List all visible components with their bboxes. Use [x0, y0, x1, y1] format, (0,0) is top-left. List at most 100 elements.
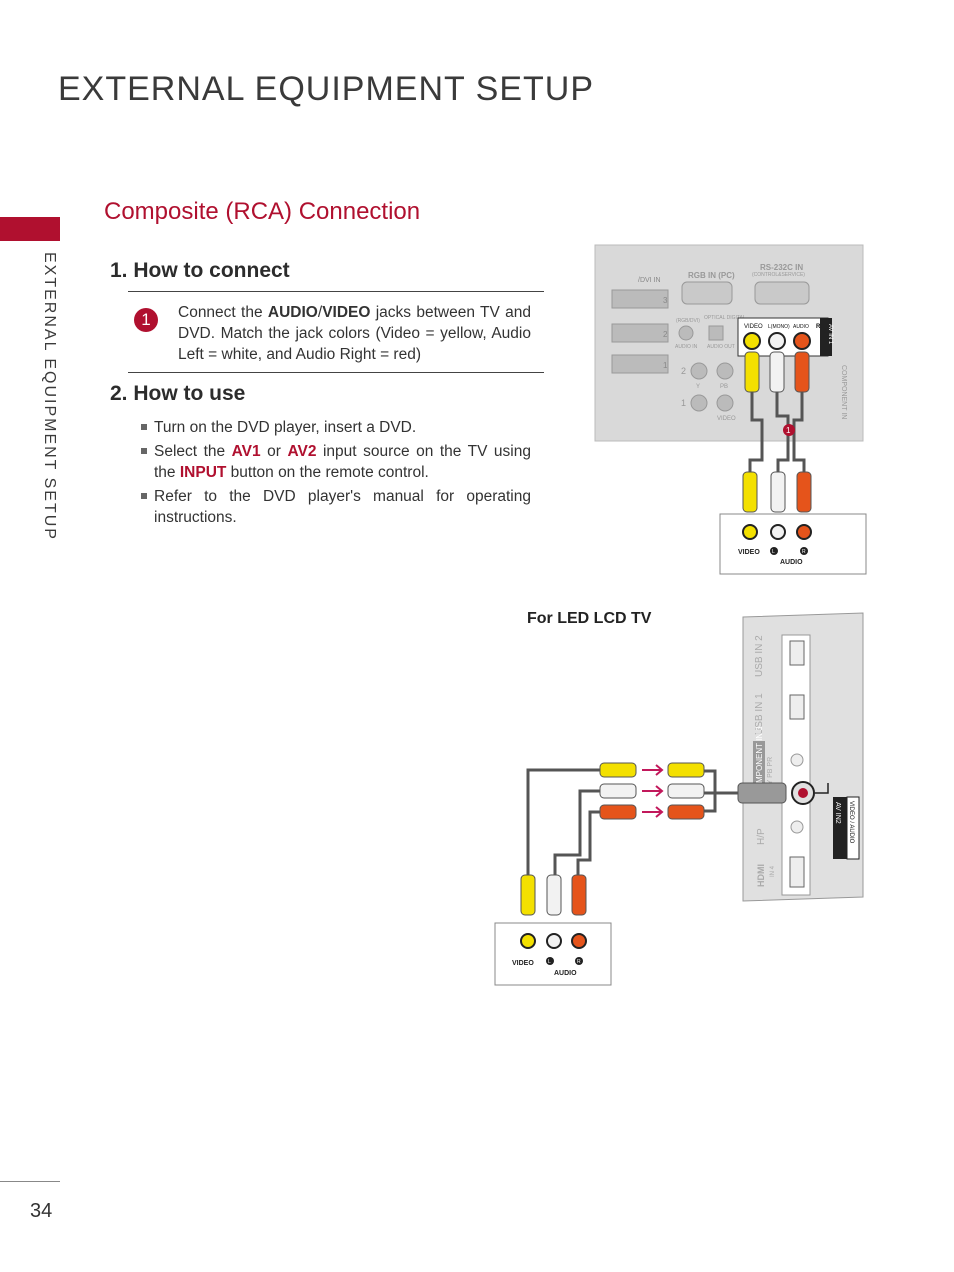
footer-divider	[0, 1181, 60, 1182]
connect-text-post: jacks between TV and DVD. Match the jack…	[178, 304, 531, 363]
bullet-item: Refer to the DVD player's manual for ope…	[141, 486, 531, 528]
bullet-item: Select the AV1 or AV2 input source on th…	[141, 441, 531, 483]
video-keyword: VIDEO	[322, 304, 371, 321]
r-badge	[575, 957, 583, 965]
connect-text-pre: Connect the	[178, 304, 268, 321]
r-label: R	[816, 324, 821, 330]
callout-number: 1	[786, 426, 791, 435]
dvd-audio-l-jack	[770, 524, 786, 540]
dvd-audio-label: AUDIO	[780, 559, 803, 566]
bullet-text: or	[260, 443, 288, 460]
usb-in-2-label: USB IN 2	[754, 635, 765, 677]
av2-keyword: AV2	[287, 443, 317, 460]
l-badge	[770, 547, 778, 555]
dvd-audio-r-jack	[571, 933, 587, 949]
audio-in-port	[678, 325, 694, 341]
l-badge	[546, 957, 554, 965]
usb-port	[789, 694, 805, 720]
video-cable	[526, 768, 600, 875]
audio-r-cable	[576, 810, 600, 875]
hdmi-ports: 3 2 1 /DVI IN	[611, 277, 669, 374]
bullet-text: button on the remote control.	[226, 464, 429, 481]
rgb-dvi-label: (RGB/DVI)	[676, 318, 700, 324]
r-badge	[800, 547, 808, 555]
hdmi-label: HDMI	[756, 864, 766, 887]
led-lcd-caption: For LED LCD TV	[527, 610, 652, 627]
bottom-connection-diagram: USB IN 2 USB IN 1 COMPONENT IN 3 AV Y PB…	[494, 612, 864, 986]
dvd-audio-l-jack	[546, 933, 562, 949]
av-adapter-plug	[737, 782, 787, 804]
yellow-plug	[520, 874, 536, 916]
audio-r-cable	[792, 392, 806, 472]
slash: /	[317, 304, 323, 321]
bullet-text: Refer to the DVD player's manual for ope…	[154, 488, 531, 526]
white-plug	[546, 874, 562, 916]
audio-l-jack	[768, 332, 786, 350]
white-plug	[599, 783, 637, 799]
video-small-label: VIDEO	[717, 416, 736, 422]
audio-l-cable	[553, 789, 600, 875]
how-to-use-heading: 2. How to use	[110, 382, 246, 405]
video-jack	[743, 332, 761, 350]
rs232c-label: RS-232C IN	[760, 263, 803, 272]
dvd-video-label: VIDEO	[512, 960, 534, 967]
video-audio-label: VIDEO / AUDIO	[848, 801, 854, 844]
l-label: L	[548, 959, 551, 965]
bullet-text: Select the	[154, 443, 232, 460]
av-in2-jack-center	[798, 788, 808, 798]
hdmi-dvi-label: /DVI IN	[638, 277, 661, 284]
usb-in-1-label: USB IN 1	[754, 693, 765, 735]
bullet-icon	[141, 493, 147, 499]
red-plug	[794, 351, 810, 393]
component-port	[716, 362, 734, 380]
optical-label: OPTICAL DIGITAL	[704, 315, 746, 321]
rs232c-sublabel: (CONTROL&SERVICE)	[752, 272, 805, 278]
page-number: 34	[30, 1200, 53, 1222]
dvd-audio-label: AUDIO	[554, 970, 577, 977]
dvd-video-jack	[520, 933, 536, 949]
audio-in-label: AUDIO IN	[675, 344, 698, 350]
callout-badge	[783, 424, 795, 436]
component-in-label: COMPONENT IN 3	[755, 726, 764, 795]
component-port	[690, 394, 708, 412]
section-heading: Composite (RCA) Connection	[104, 198, 421, 225]
hdmi-port-number: 3	[663, 296, 668, 305]
red-plug	[796, 471, 812, 513]
connect-arrow-icon	[642, 764, 664, 776]
rgb-in-label: RGB IN (PC)	[688, 271, 735, 280]
rca-plugs-top-tv	[744, 351, 810, 393]
white-plug	[769, 351, 785, 393]
side-tab-marker	[0, 217, 60, 241]
dvd-player-top	[719, 513, 867, 575]
component-row-label: 1	[681, 398, 686, 408]
hdmi-port-number: 1	[663, 361, 668, 370]
l-label: L	[772, 549, 775, 555]
side-section-label: EXTERNAL EQUIPMENT SETUP	[41, 252, 58, 541]
page-title: EXTERNAL EQUIPMENT SETUP	[58, 70, 594, 108]
white-plug	[667, 783, 705, 799]
white-plug	[770, 471, 786, 513]
bullet-text: Turn on the DVD player, insert a DVD.	[154, 419, 417, 436]
audio-keyword: AUDIO	[267, 304, 318, 321]
av-video-label: VIDEO	[744, 324, 763, 330]
rca-plugs-top-dvd	[742, 471, 812, 513]
yellow-plug	[742, 471, 758, 513]
component-port	[716, 394, 734, 412]
av-in-1-tag	[820, 318, 832, 356]
yellow-plug	[599, 762, 637, 778]
l-mono-label: L(MONO)	[768, 324, 790, 330]
component-port	[690, 362, 708, 380]
pb-label: PB	[720, 384, 728, 390]
av-in2-label: AV IN2	[834, 802, 841, 824]
dvd-audio-r-jack	[796, 524, 812, 540]
optical-port	[708, 325, 724, 341]
divider	[128, 291, 544, 292]
usb-port	[789, 640, 805, 666]
y-label: Y	[696, 384, 700, 390]
bullet-text: input source on the TV using the	[154, 443, 531, 481]
bullet-icon	[141, 448, 147, 454]
yellow-plug	[667, 762, 705, 778]
dvd-video-label: VIDEO	[738, 549, 760, 556]
headphone-port	[790, 820, 804, 834]
bullet-icon	[141, 424, 147, 430]
